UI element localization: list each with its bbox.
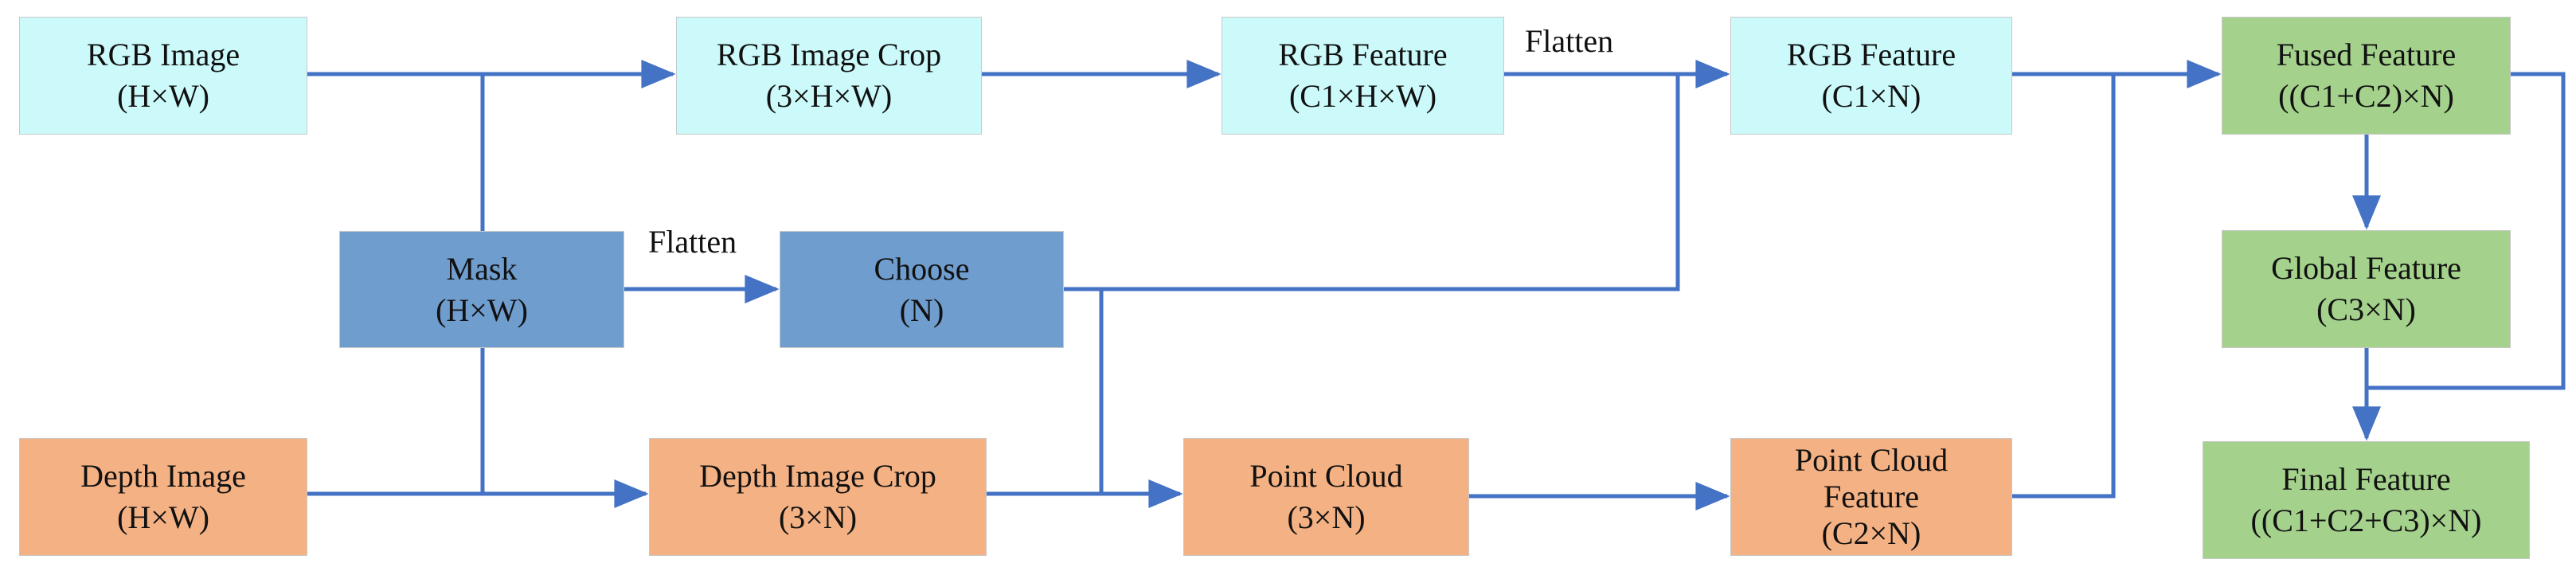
node-final-feature: Final Feature ((C1+C2+C3)×N) (2203, 441, 2530, 559)
node-rgb-feature-cn-dims: (C1×N) (1821, 78, 1921, 114)
node-choose: Choose (N) (780, 231, 1064, 348)
node-rgb-feature-cn-title: RGB Feature (1786, 37, 1956, 72)
node-final-feature-dims: ((C1+C2+C3)×N) (2250, 503, 2482, 538)
node-point-cloud-title: Point Cloud (1249, 458, 1403, 494)
node-rgb-feature-chw-title: RGB Feature (1278, 37, 1448, 72)
node-mask-title: Mask (446, 250, 518, 287)
edge-choose-to-flatten (1064, 74, 1680, 291)
flatten-label-mask: Flatten (648, 224, 737, 260)
node-rgb-image-crop-title: RGB Image Crop (716, 37, 942, 72)
node-global-feature-dims: (C3×N) (2316, 291, 2416, 327)
node-depth-image-crop: Depth Image Crop (3×N) (649, 438, 987, 556)
node-point-cloud-feature-line2: Feature (1824, 479, 1919, 514)
node-global-feature: Global Feature (C3×N) (2222, 230, 2511, 348)
node-final-feature-title: Final Feature (2281, 461, 2451, 497)
node-depth-image-crop-dims: (3×N) (778, 499, 858, 535)
node-point-cloud-feature-line1: Point Cloud (1794, 442, 1949, 478)
node-mask-dims: (H×W) (436, 291, 528, 328)
node-global-feature-title: Global Feature (2271, 250, 2461, 286)
node-fused-feature-title: Fused Feature (2276, 37, 2457, 72)
flatten-label-rgb: Flatten (1525, 23, 1614, 59)
node-rgb-image-crop: RGB Image Crop (3×H×W) (676, 17, 982, 135)
node-choose-title: Choose (874, 250, 970, 287)
node-rgb-feature-chw-dims: (C1×H×W) (1288, 78, 1437, 114)
node-depth-image: Depth Image (H×W) (19, 438, 307, 556)
node-point-cloud-dims: (3×N) (1287, 499, 1366, 535)
node-point-cloud: Point Cloud (3×N) (1183, 438, 1469, 556)
node-point-cloud-feature: Point Cloud Feature (C2×N) (1730, 438, 2012, 556)
node-fused-feature-dims: ((C1+C2)×N) (2278, 78, 2454, 114)
node-choose-dims: (N) (899, 291, 944, 328)
node-depth-image-crop-title: Depth Image Crop (699, 458, 936, 494)
node-rgb-image-crop-dims: (3×H×W) (765, 78, 893, 114)
node-point-cloud-feature-dims: (C2×N) (1821, 515, 1921, 551)
node-rgb-feature-chw: RGB Feature (C1×H×W) (1222, 17, 1504, 135)
node-rgb-image-dims: (H×W) (117, 78, 209, 114)
node-mask: Mask (H×W) (339, 231, 624, 348)
node-rgb-image-title: RGB Image (86, 37, 240, 72)
node-rgb-image: RGB Image (H×W) (19, 17, 307, 135)
node-fused-feature: Fused Feature ((C1+C2)×N) (2222, 17, 2511, 135)
node-depth-image-dims: (H×W) (117, 499, 209, 535)
edge-pc-feature-to-fused (2012, 74, 2116, 499)
node-depth-image-title: Depth Image (80, 458, 246, 494)
edge-fused-skip-to-final (2367, 72, 2566, 390)
node-rgb-feature-cn: RGB Feature (C1×N) (1730, 17, 2012, 135)
